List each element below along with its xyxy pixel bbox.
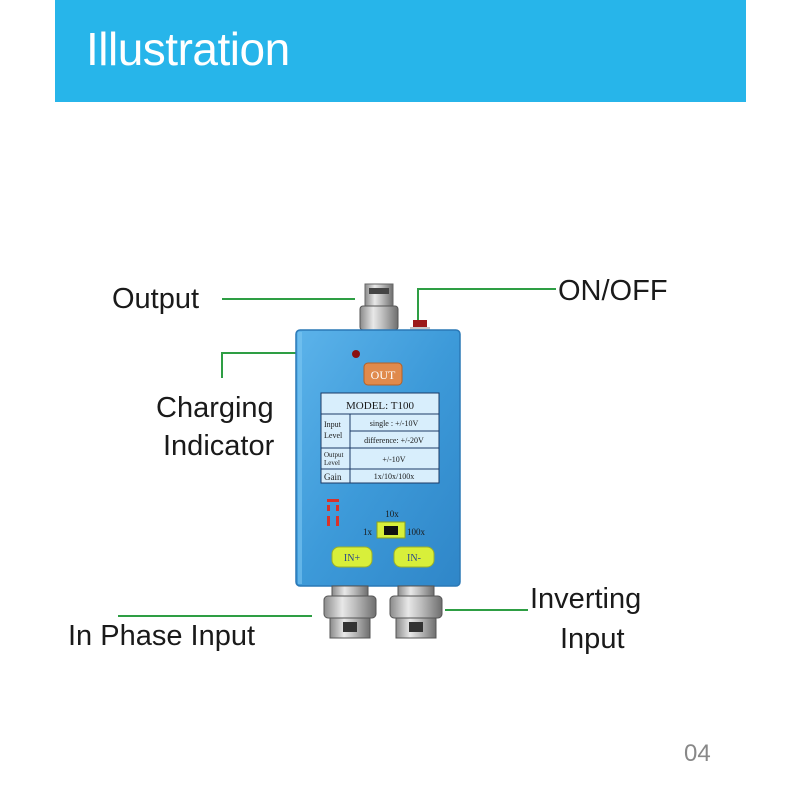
- leader-charging: [221, 352, 318, 378]
- inverting-bnc-connector: [389, 585, 443, 639]
- in-plus-label: IN+: [344, 553, 361, 564]
- row-gain-name: Gain: [324, 472, 342, 482]
- in-phase-bnc-connector: [323, 585, 377, 639]
- header-banner: [55, 0, 746, 102]
- out-badge-label: OUT: [371, 368, 396, 382]
- gain-switch-knob: [384, 526, 398, 535]
- callout-charging-line2: Indicator: [163, 430, 275, 462]
- in-plus-badge: [331, 546, 373, 568]
- row-input-value2: difference: +/-20V: [364, 436, 424, 445]
- in-minus-label: IN-: [407, 553, 421, 564]
- callout-inverting-line2: Input: [560, 623, 625, 655]
- row-output-name2: Level: [324, 459, 340, 467]
- output-bnc-connector: [359, 283, 399, 331]
- in-minus-badge: [393, 546, 435, 568]
- gain-10x-label: 10x: [385, 509, 399, 519]
- model-label: MODEL: T100: [346, 400, 414, 412]
- callout-on-off: ON/OFF: [558, 275, 668, 307]
- row-output-value: +/-10V: [382, 455, 405, 464]
- red-marker-icon: [327, 499, 339, 526]
- callout-charging-line1: Charging: [156, 392, 274, 424]
- page-title: Illustration: [86, 23, 290, 75]
- row-input-value1: single : +/-10V: [370, 419, 419, 428]
- out-badge: [363, 362, 403, 386]
- page-number: 04: [684, 740, 711, 767]
- leader-on-off: [417, 288, 556, 322]
- leader-lines: [118, 288, 556, 617]
- row-input-name1: Input: [324, 420, 342, 429]
- gain-100x-label: 100x: [407, 527, 426, 537]
- gain-1x-label: 1x: [363, 527, 373, 537]
- charging-led: [352, 350, 360, 358]
- callout-output: Output: [112, 283, 200, 315]
- row-input-name2: Level: [324, 431, 343, 440]
- spec-table: MODEL: T100 Input Level single : +/-10V …: [320, 392, 440, 484]
- row-output-name1: Output: [324, 451, 344, 459]
- callout-in-phase: In Phase Input: [68, 620, 256, 652]
- callout-inverting-line1: Inverting: [530, 583, 642, 615]
- row-gain-value: 1x/10x/100x: [374, 472, 414, 481]
